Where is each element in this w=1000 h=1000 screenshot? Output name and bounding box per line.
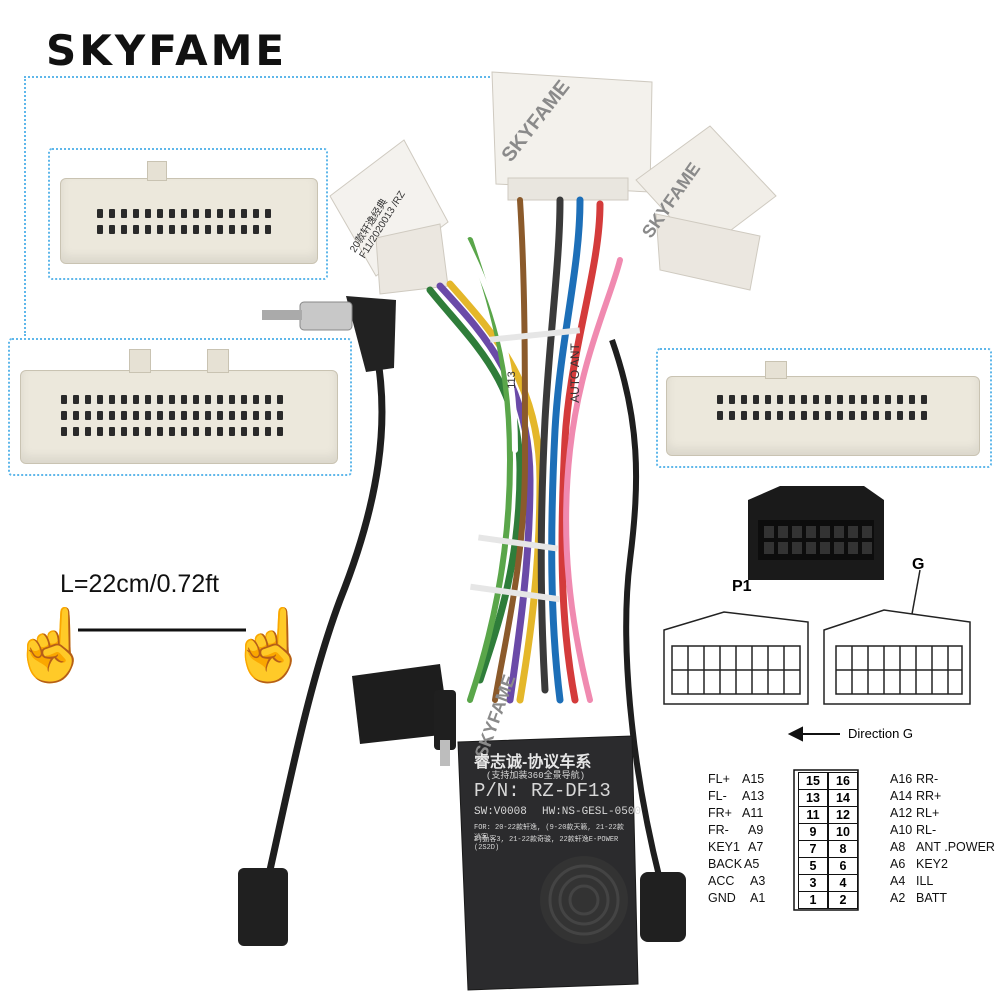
pin-row: FL+ A15 15 16 A16 RR- — [708, 772, 939, 790]
antenna-end-connector — [238, 868, 288, 946]
p1-line-drawing — [663, 611, 809, 705]
tag-113: 113 — [505, 371, 518, 389]
direction-label: Direction G — [848, 726, 914, 741]
module-title: 睿志诚-协议车系 — [474, 754, 592, 771]
pin-row: ACC A3 3 4 A4 ILL — [708, 874, 934, 892]
speaker-grille — [540, 856, 628, 944]
cable-tie-2 — [477, 534, 559, 552]
auto-ant-tag: AUTO ANT — [567, 343, 582, 403]
connector-top-left — [60, 161, 318, 264]
right-cable — [609, 339, 663, 881]
pin-row: BACK A5 5 6 A6 KEY2 — [708, 857, 948, 875]
harness-16pin-plug — [352, 664, 450, 744]
cable-tie-1 — [489, 327, 581, 343]
cable-tie-3 — [470, 583, 560, 603]
rca-plug — [434, 690, 456, 750]
guide-line-left — [24, 76, 26, 336]
antenna-plug-metal — [299, 301, 353, 331]
pin-row: FR+ A11 11 12 A12 RL+ — [708, 806, 940, 824]
module-subtitle: (支持加装360全景导航) — [486, 771, 586, 781]
black-16pin-connector — [748, 486, 884, 580]
pin-row: KEY1 A7 7 8 A8 ANT .POWER — [708, 840, 995, 858]
direction-arrow — [787, 726, 840, 742]
connector-frame-mid-left — [8, 338, 352, 476]
module-pn: P/N: RZ-DF13 — [474, 780, 611, 802]
g-label: G — [912, 556, 925, 573]
connector-right — [666, 361, 980, 456]
pin-row: FR- A9 9 10 A10 RL- — [708, 823, 937, 841]
wire-bundle — [426, 196, 623, 704]
pointing-hand-right-icon: ☝ — [226, 606, 314, 684]
module-sw: SW:V0008 — [474, 806, 527, 818]
antenna-pin — [262, 310, 302, 320]
brand-logo: SKYFAME — [46, 26, 288, 75]
length-label: L=22cm/0.72ft — [60, 570, 220, 598]
module-desc-2: 2)劲客3, 21-22款奇骏, 22款轩逸E-POWER (2S2D) — [474, 836, 619, 852]
connector-frame-right — [656, 348, 992, 468]
pin-row: GND A1 1 2 A2 BATT — [708, 891, 948, 909]
connector-frame-top-left — [48, 148, 328, 280]
guide-line-top — [24, 76, 494, 78]
harness-connector-small-tag — [329, 139, 449, 295]
pin-row: FL- A13 13 14 A14 RR+ — [708, 789, 942, 807]
harness-connector-top-center — [491, 71, 653, 201]
pin-diagram: FL+ A15 15 16 A16 RR- FL- A13 13 14 A14 … — [700, 770, 1000, 914]
pointing-hand-left-icon: ☝ — [8, 606, 96, 684]
right-end-connector — [640, 872, 686, 942]
g-line-drawing — [823, 569, 971, 705]
module-hw: HW:NS-GESL-0500 — [542, 806, 642, 818]
harness-connector-top-right — [635, 125, 777, 291]
antenna-cable — [266, 349, 386, 871]
antenna-plug-elbow — [346, 296, 396, 372]
p1-label: P1 — [732, 578, 752, 595]
pin-diagram-frame — [793, 769, 859, 911]
module-desc-1: FOR: 20-22款轩逸, (9-20款天籁, 21-22款逍客 — [474, 824, 624, 842]
connector-mid-left — [20, 349, 338, 464]
